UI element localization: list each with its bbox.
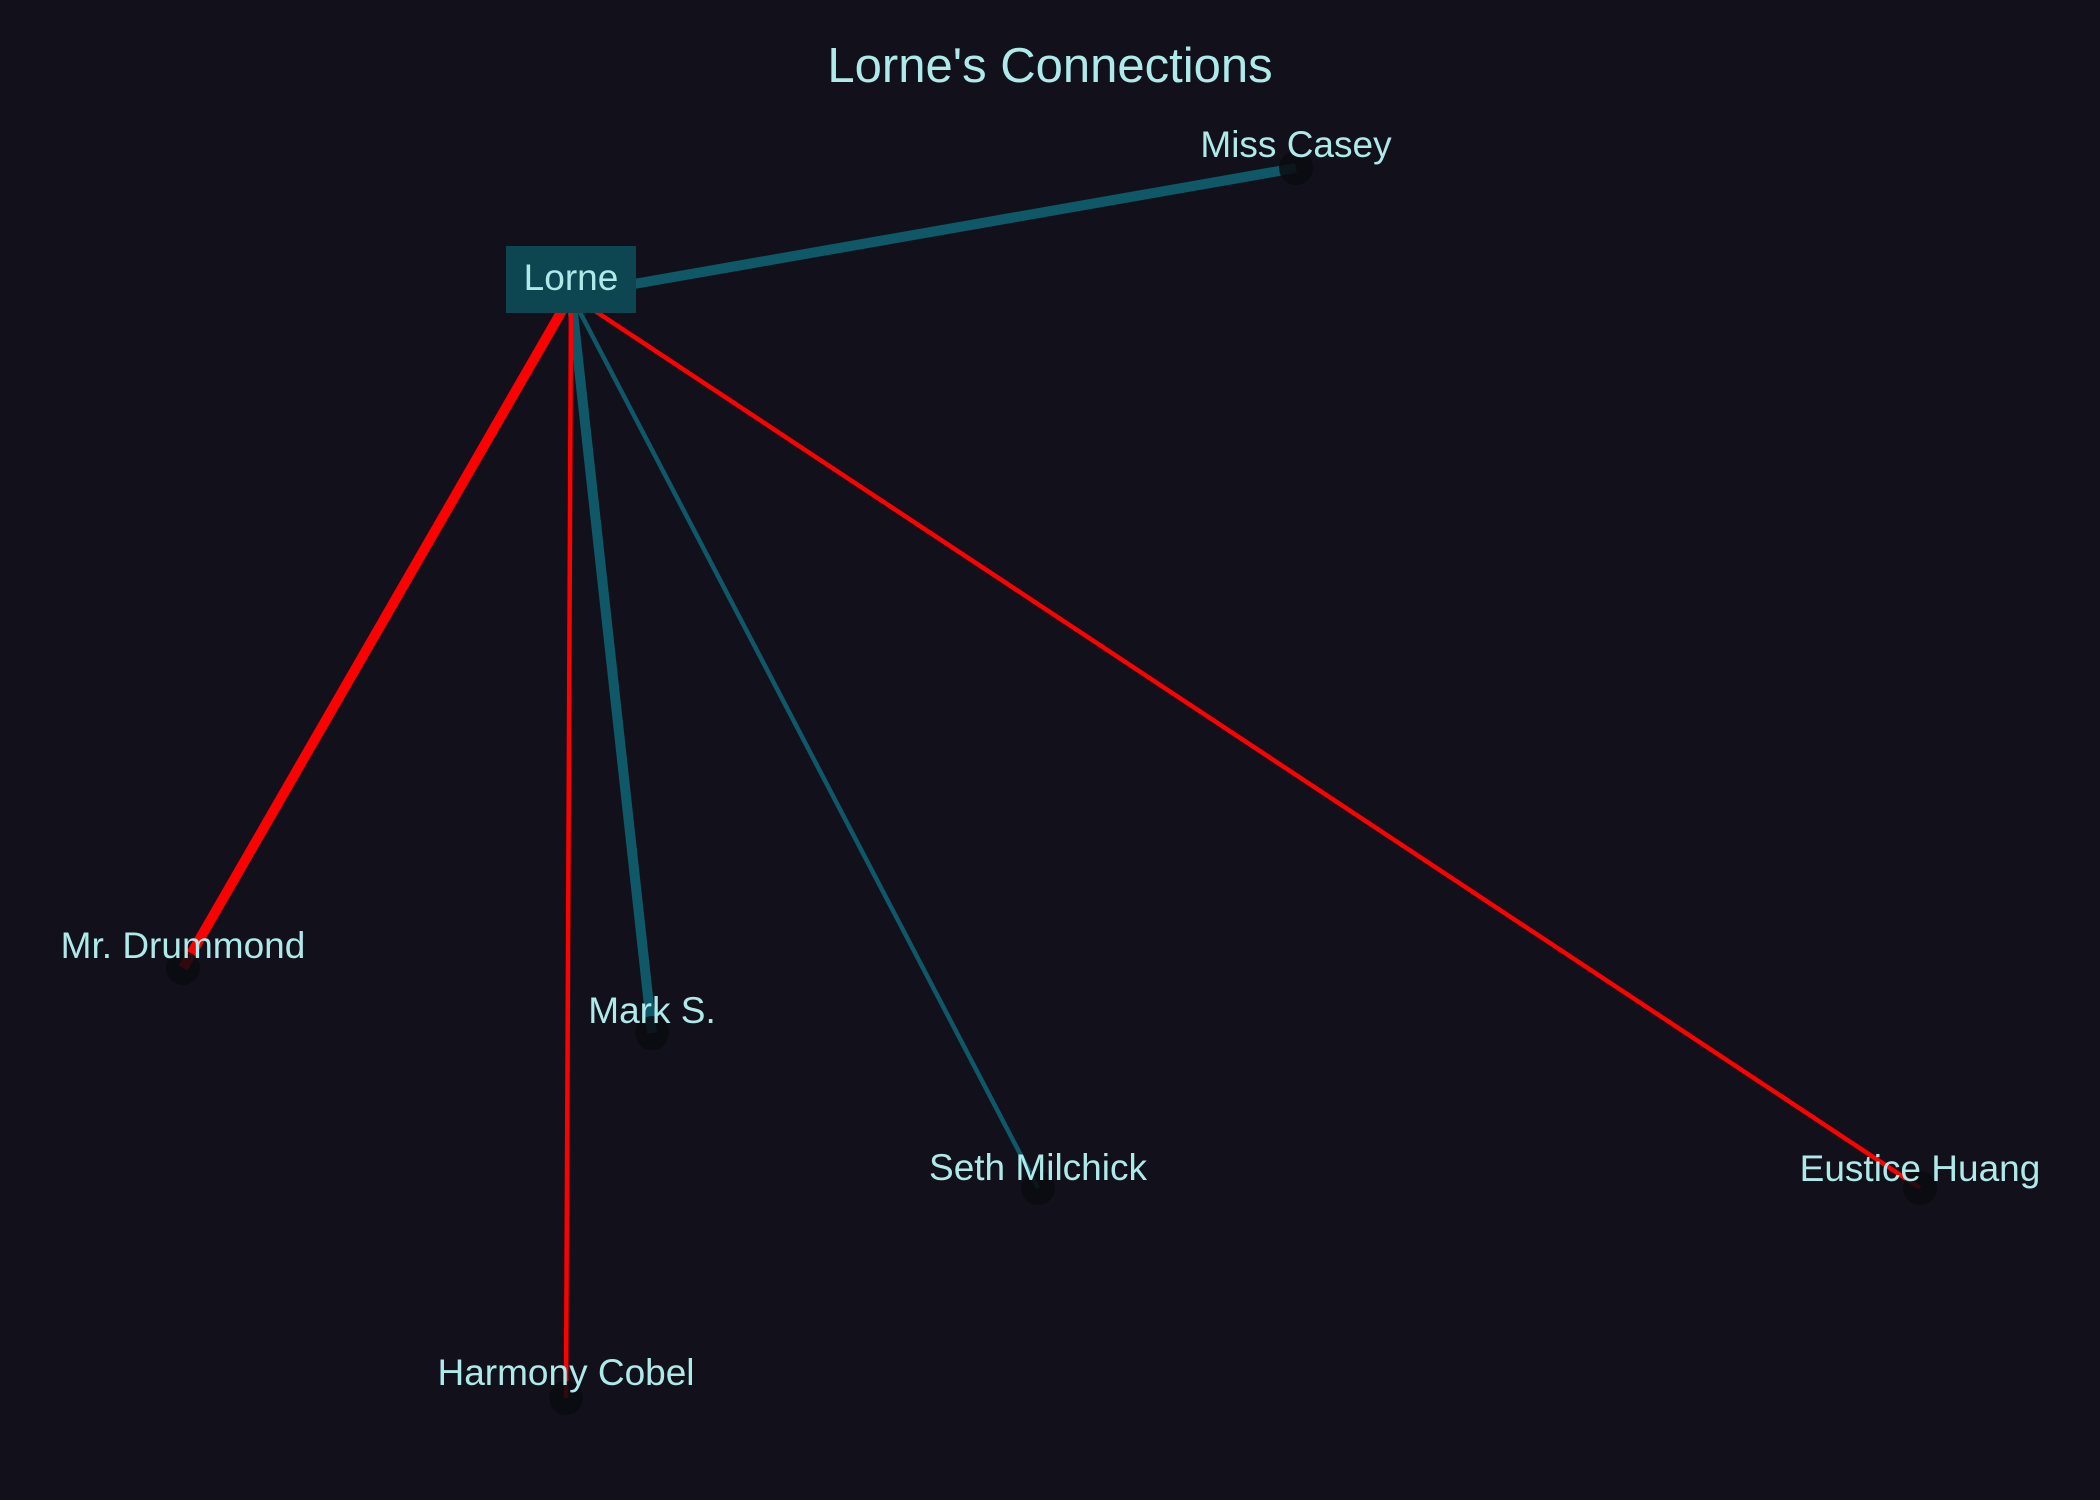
- edge-layer: [178, 163, 1922, 1399]
- edge-harmony-cobel: [563, 294, 574, 1399]
- edge-miss-casey: [570, 163, 1297, 300]
- node-mr-drummond[interactable]: Mr. Drummond: [61, 925, 306, 985]
- center-node[interactable]: Lorne: [506, 246, 636, 313]
- node-dot: [1903, 1171, 1937, 1205]
- node-label: Harmony Cobel: [437, 1352, 694, 1393]
- node-miss-casey[interactable]: Miss Casey: [1200, 124, 1392, 185]
- edge-mark-s: [566, 294, 657, 1034]
- node-dot: [549, 1381, 583, 1415]
- diagram-title: Lorne's Connections: [827, 39, 1272, 93]
- edge-eustice-huang: [569, 293, 1922, 1190]
- node-harmony-cobel[interactable]: Harmony Cobel: [437, 1352, 695, 1415]
- node-dot: [1021, 1171, 1055, 1205]
- node-label: Mark S.: [588, 990, 715, 1031]
- node-mark-s[interactable]: Mark S.: [588, 990, 716, 1050]
- edge-seth-milchick: [569, 293, 1040, 1190]
- node-dot: [1279, 151, 1313, 185]
- node-label: Seth Milchick: [929, 1147, 1147, 1188]
- node-label: Mr. Drummond: [61, 925, 306, 966]
- node-seth-milchick[interactable]: Seth Milchick: [929, 1147, 1147, 1205]
- center-node-box: [506, 246, 636, 313]
- center-node-label: Lorne: [524, 257, 619, 298]
- edge-mr-drummond: [178, 292, 576, 971]
- node-dot: [635, 1016, 669, 1050]
- node-eustice-huang[interactable]: Eustice Huang: [1800, 1148, 2041, 1205]
- node-dot: [166, 951, 200, 985]
- node-label: Eustice Huang: [1800, 1148, 2041, 1189]
- node-label: Miss Casey: [1200, 124, 1392, 165]
